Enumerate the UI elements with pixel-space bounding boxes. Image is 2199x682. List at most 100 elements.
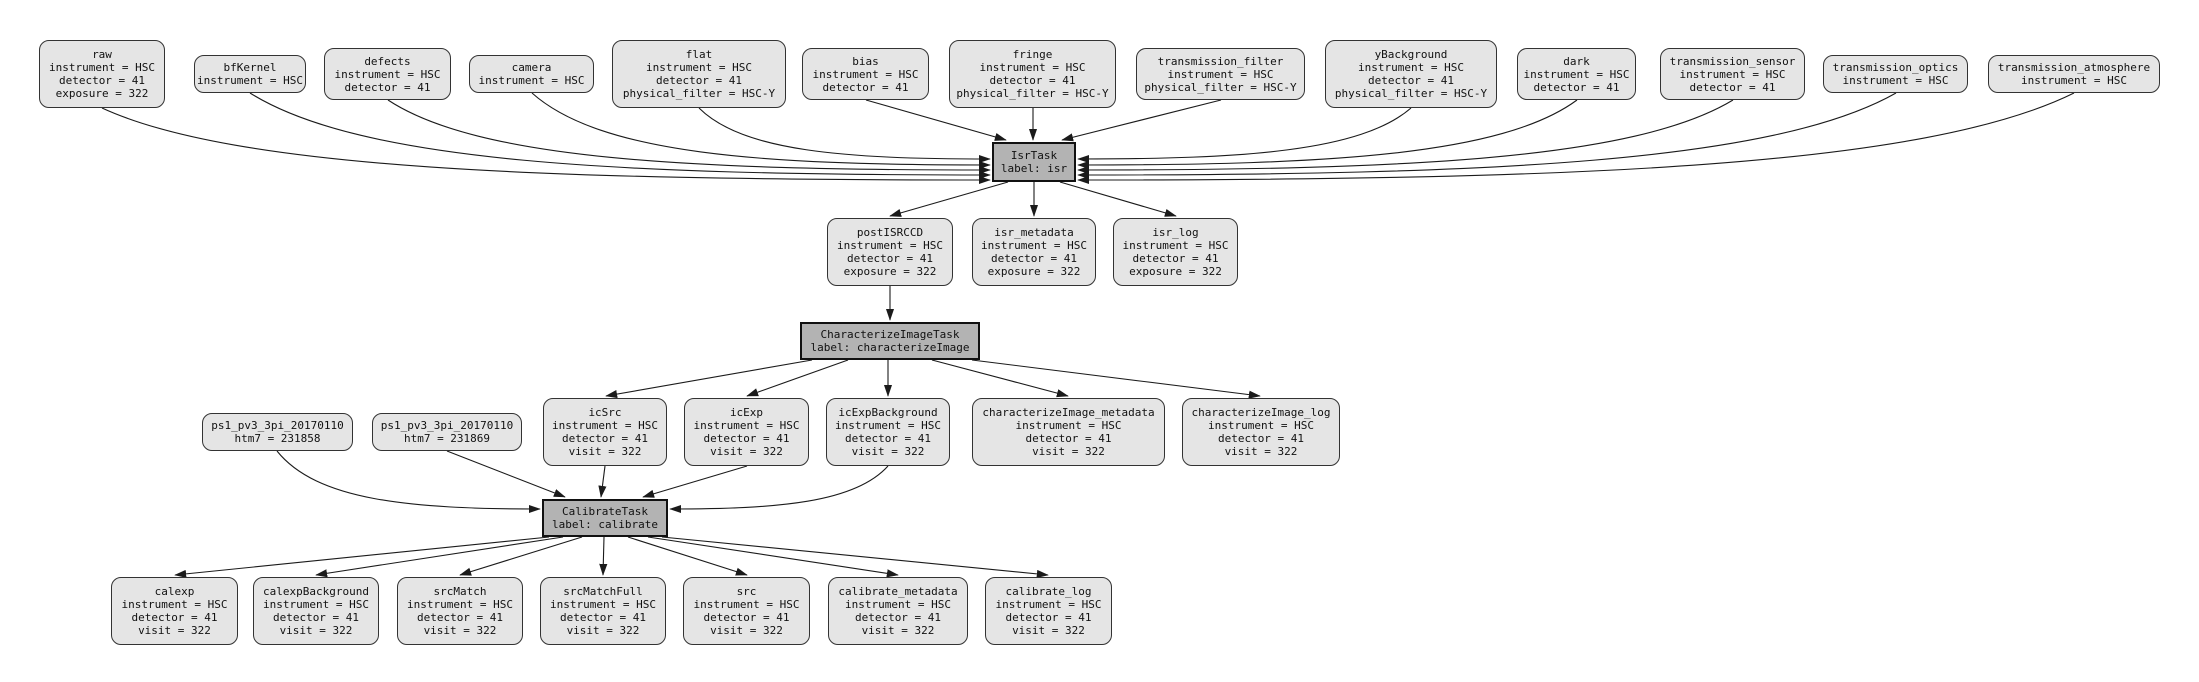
edge-CalibrateTask-to-calexpBackground [315, 536, 564, 578]
node-field: exposure = 322 [1129, 265, 1222, 278]
node-field: detector = 41 [58, 74, 146, 87]
node-field: label: isr [1000, 162, 1068, 175]
node-field: instrument = HSC [550, 598, 656, 611]
node-title: transmission_sensor [1669, 54, 1796, 68]
edge-icExpBackground-to-CalibrateTask [669, 465, 889, 514]
node-field: visit = 322 [1012, 624, 1085, 637]
node-field: visit = 322 [138, 624, 211, 637]
node-title: transmission_optics [1832, 61, 1959, 74]
node-field: detector = 41 [1689, 80, 1776, 94]
node-title: transmission_filter [1157, 54, 1284, 68]
node-field: detector = 41 [703, 432, 790, 445]
node-field: visit = 322 [1032, 445, 1105, 458]
node-field: detector = 41 [344, 80, 431, 94]
node-field: instrument = HSC [49, 61, 155, 74]
node-title: IsrTask [1010, 149, 1058, 162]
node-title: srcMatchFull [563, 585, 643, 598]
node-field: instrument = HSC [646, 61, 752, 74]
edge-CalibrateTask-to-calexp [174, 536, 550, 578]
node-field: instrument = HSC [263, 598, 369, 611]
edge-ps1_htm7_231858-to-CalibrateTask [276, 450, 541, 514]
edge-flat-to-IsrTask [698, 107, 991, 164]
edge-CharacterizeImageTask-to-icSrc [605, 359, 813, 399]
node-field: detector = 41 [416, 611, 504, 624]
node-title: bias [852, 54, 879, 68]
node-field: visit = 322 [566, 624, 640, 637]
edge-IsrTask-to-isr_log [1059, 181, 1177, 217]
node-field: instrument = HSC [1167, 67, 1274, 81]
node-field: visit = 322 [710, 624, 783, 637]
node-field: physical_filter = HSC-Y [622, 87, 776, 100]
node-field: instrument = HSC [1679, 67, 1786, 81]
node-title: yBackground [1374, 48, 1448, 61]
node-field: label: characterizeImage [810, 341, 970, 354]
node-field: visit = 322 [279, 624, 353, 637]
node-title: isr_metadata [994, 226, 1074, 239]
node-field: detector = 41 [1533, 80, 1620, 94]
node-field: physical_filter = HSC-Y [1334, 87, 1488, 100]
node-field: visit = 322 [861, 624, 935, 637]
node-title: defects [364, 54, 411, 68]
node-field: detector = 41 [1367, 74, 1455, 87]
node-field: visit = 322 [851, 445, 925, 458]
node-title: ps1_pv3_3pi_20170110 [380, 419, 514, 432]
node-field: physical_filter = HSC-Y [956, 87, 1109, 100]
node-field: instrument = HSC [837, 239, 943, 252]
node-title: transmission_atmosphere [1997, 61, 2151, 74]
edge-raw-to-IsrTask [101, 107, 991, 185]
node-title: calexpBackground [263, 585, 369, 598]
edge-CharacterizeImageTask-to-characterizeImage_log [971, 359, 1261, 399]
node-field: physical_filter = HSC-Y [1144, 80, 1297, 94]
node-field: detector = 41 [822, 80, 909, 94]
node-field: instrument = HSC [121, 598, 228, 611]
node-field: detector = 41 [854, 611, 942, 624]
edges-group [101, 92, 2075, 578]
node-field: instrument = HSC [812, 67, 919, 81]
node-field: instrument = HSC [1523, 67, 1630, 81]
node-field: instrument = HSC [1842, 74, 1949, 87]
node-field: detector = 41 [989, 74, 1076, 87]
node-title: characterizeImage_log [1191, 406, 1331, 419]
node-title: postISRCCD [856, 226, 924, 239]
node-title: calexp [154, 585, 195, 598]
node-field: detector = 41 [131, 611, 218, 624]
node-field: label: calibrate [552, 518, 658, 531]
node-title: fringe [1012, 48, 1053, 61]
edge-CharacterizeImageTask-to-icExp [746, 359, 849, 397]
node-field: detector = 41 [703, 611, 790, 624]
edge-CalibrateTask-to-calibrate_metadata [647, 536, 899, 578]
edge-yBackground-to-IsrTask [1077, 107, 1412, 164]
node-field: htm7 = 231858 [234, 432, 321, 445]
node-field: exposure = 322 [987, 265, 1081, 278]
node-field: instrument = HSC [835, 419, 941, 432]
node-field: instrument = HSC [1358, 61, 1464, 74]
edge-CalibrateTask-to-src [627, 536, 748, 576]
node-field: instrument = HSC [1208, 419, 1314, 432]
node-title: calibrate_metadata [838, 585, 958, 598]
edge-transmission_atmosphere-to-IsrTask [1077, 92, 2075, 185]
node-field: detector = 41 [655, 74, 743, 87]
node-field: instrument = HSC [1122, 239, 1229, 252]
node-title: CalibrateTask [561, 505, 649, 518]
